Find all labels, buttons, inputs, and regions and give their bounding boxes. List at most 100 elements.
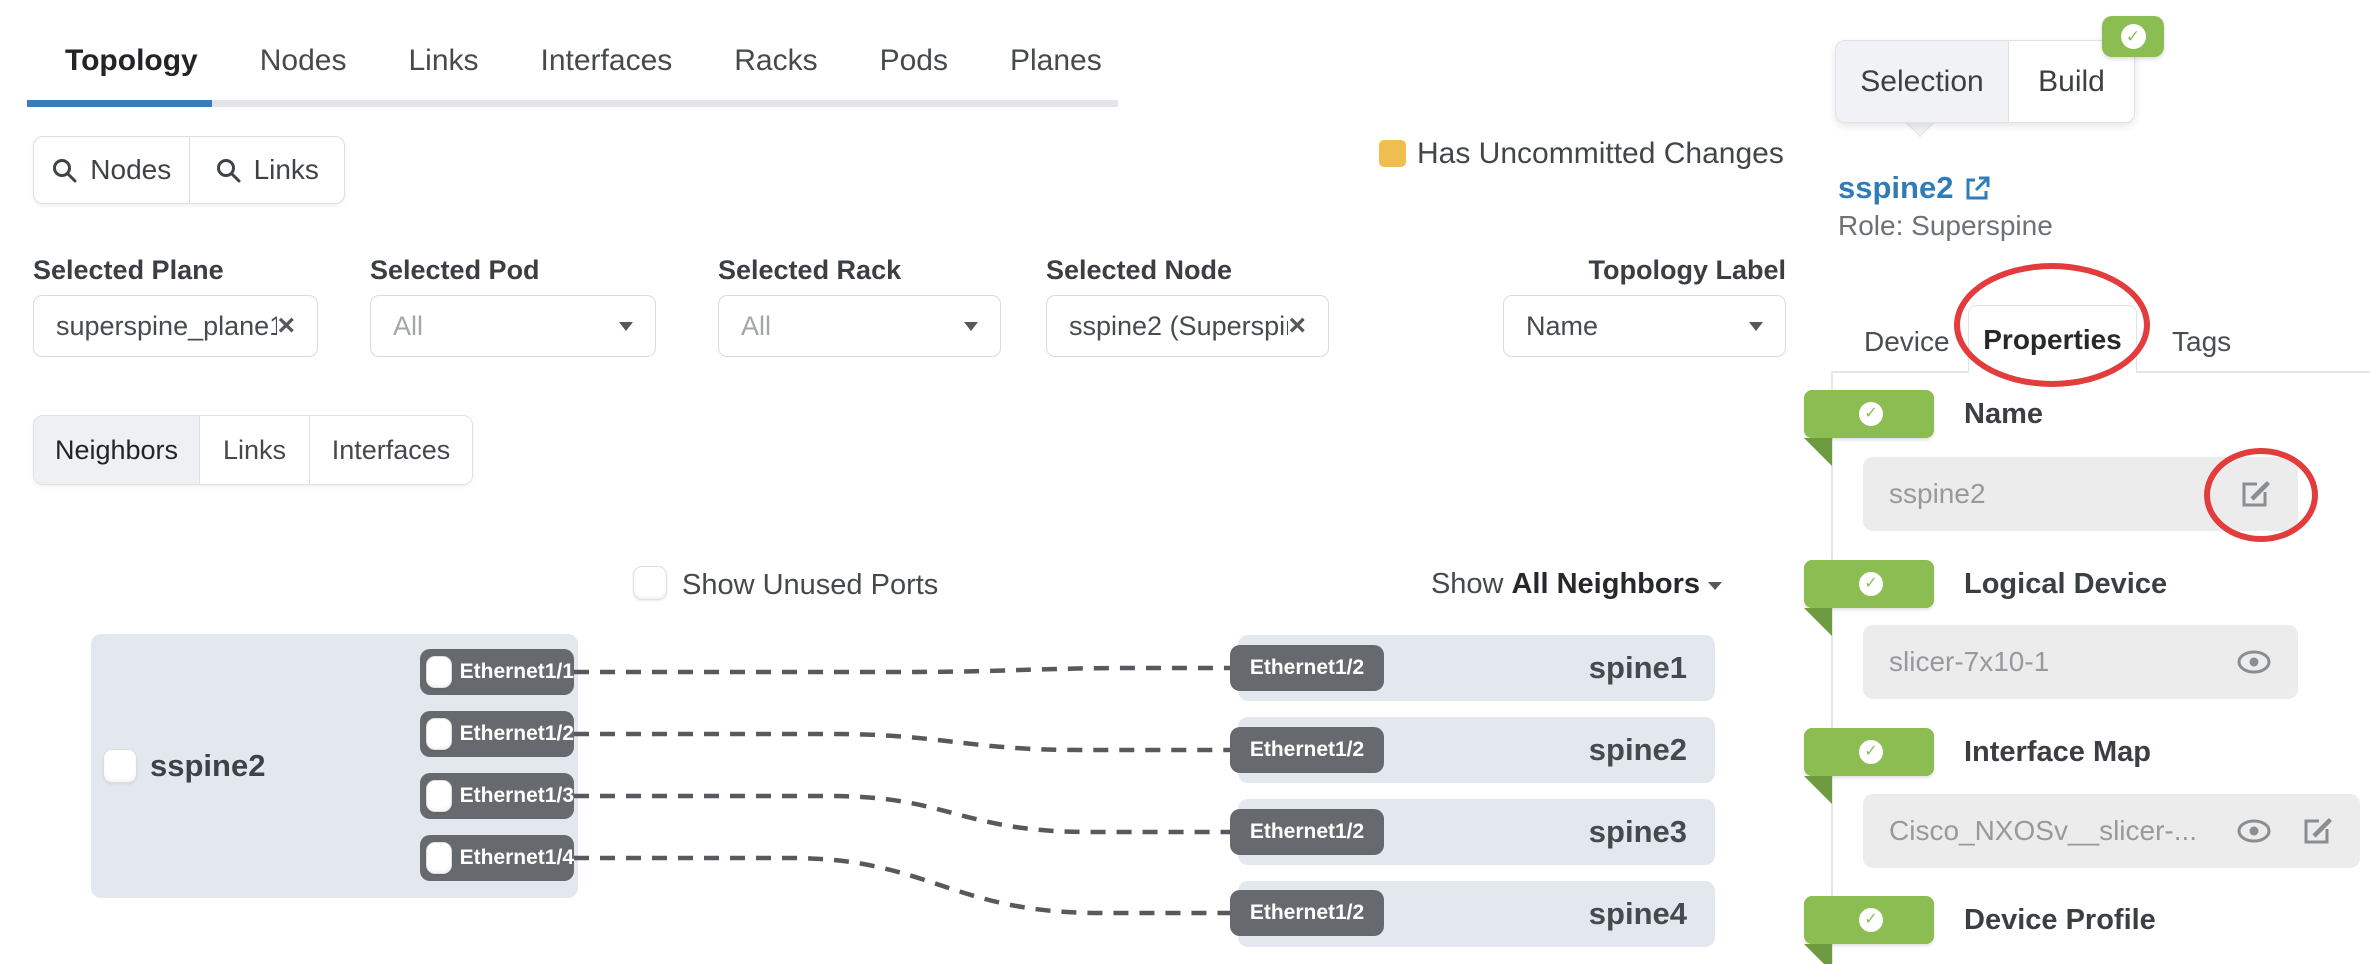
selected-plane-combobox[interactable]: superspine_plane1 × <box>33 295 318 357</box>
ribbon-fold <box>1804 944 1832 964</box>
chevron-down-icon <box>1708 582 1722 590</box>
port-checkbox[interactable] <box>426 780 452 812</box>
tab-topology[interactable]: Topology <box>65 44 198 78</box>
selected-node-combobox[interactable]: sspine2 (Superspine) × <box>1046 295 1329 357</box>
property-heading-logical-device: Logical Device <box>1964 560 2167 608</box>
view-tab-interfaces[interactable]: Interfaces <box>309 416 472 484</box>
chevron-down-icon <box>1749 322 1763 331</box>
view-tab-neighbors[interactable]: Neighbors <box>34 416 199 484</box>
filter-label: Selected Rack <box>718 255 1001 286</box>
chevron-down-icon <box>964 322 978 331</box>
tab-racks[interactable]: Racks <box>734 44 817 78</box>
port-label: Ethernet1/1 <box>460 660 574 684</box>
port-label: Ethernet1/2 <box>1250 901 1364 925</box>
tab-pods[interactable]: Pods <box>880 44 948 78</box>
filter-label: Selected Node <box>1046 255 1329 286</box>
edit-icon[interactable] <box>2300 814 2334 848</box>
view-tab-group: Neighbors Links Interfaces <box>33 415 473 485</box>
selected-node-role: Role: Superspine <box>1838 210 2053 242</box>
primary-nav: Topology Nodes Links Interfaces Racks Po… <box>65 44 1102 78</box>
status-ribbon: ✓ <box>1804 728 1934 776</box>
neighbor-port-chip[interactable]: Ethernet1/2 <box>1230 645 1384 691</box>
search-nodes-button[interactable]: Nodes <box>34 137 189 203</box>
tab-links[interactable]: Links <box>408 44 478 78</box>
show-neighbors-dropdown[interactable]: Show All Neighbors <box>1431 566 1722 602</box>
panel-switch: Selection Build <box>1835 40 2135 123</box>
neighbor-port-chip[interactable]: Ethernet1/2 <box>1230 727 1384 773</box>
check-icon: ✓ <box>1859 740 1883 764</box>
build-status-badge: ✓ <box>2102 16 2164 57</box>
port-chip-ethernet1-1[interactable]: Ethernet1/1 <box>420 649 574 695</box>
filter-label: Selected Pod <box>370 255 656 286</box>
panel-tab-tags[interactable]: Tags <box>2172 326 2231 358</box>
tab-interfaces[interactable]: Interfaces <box>541 44 673 78</box>
status-ribbon: ✓ <box>1804 560 1934 608</box>
panel-tab-device[interactable]: Device <box>1864 326 1950 358</box>
edit-icon[interactable] <box>2238 477 2272 511</box>
filter-selected-rack: Selected Rack All <box>718 255 1001 286</box>
panel-tab-properties[interactable]: Properties <box>1968 305 2137 373</box>
show-unused-ports-checkbox[interactable] <box>633 566 667 600</box>
view-tab-links[interactable]: Links <box>199 416 309 484</box>
search-button-group: Nodes Links <box>33 136 345 204</box>
port-chip-ethernet1-4[interactable]: Ethernet1/4 <box>420 835 574 881</box>
port-checkbox[interactable] <box>426 842 452 874</box>
topology-label-value: Name <box>1526 311 1749 342</box>
ribbon-fold <box>1804 776 1832 804</box>
selected-node-value: sspine2 (Superspine) <box>1069 311 1288 342</box>
property-value-name: sspine2 <box>1863 457 2298 531</box>
search-icon <box>51 157 78 184</box>
neighbor-port-chip[interactable]: Ethernet1/2 <box>1230 809 1384 855</box>
check-icon: ✓ <box>2121 24 2146 49</box>
topology-label-select[interactable]: Name <box>1503 295 1786 357</box>
selected-pod-value: All <box>393 311 619 342</box>
tab-selection[interactable]: Selection <box>1836 41 2009 122</box>
eye-icon[interactable] <box>2236 650 2272 674</box>
neighbor-port-chip[interactable]: Ethernet1/2 <box>1230 890 1384 936</box>
port-chip-ethernet1-3[interactable]: Ethernet1/3 <box>420 773 574 819</box>
ribbon-fold <box>1804 608 1832 636</box>
filter-label: Topology Label <box>1503 255 1786 286</box>
port-label: Ethernet1/4 <box>460 846 574 870</box>
tab-nodes[interactable]: Nodes <box>260 44 347 78</box>
port-checkbox[interactable] <box>426 718 452 750</box>
check-icon: ✓ <box>1859 572 1883 596</box>
clear-icon[interactable]: × <box>1288 311 1306 341</box>
property-value-text: Cisco_NXOSv__slicer-... <box>1889 815 2208 847</box>
search-icon <box>215 157 242 184</box>
uncommitted-changes-label: Has Uncommitted Changes <box>1417 138 1784 170</box>
search-links-label: Links <box>254 154 319 186</box>
port-checkbox[interactable] <box>426 656 452 688</box>
port-label: Ethernet1/2 <box>1250 656 1364 680</box>
selected-node-link[interactable]: sspine2 <box>1838 170 1991 206</box>
search-nodes-label: Nodes <box>90 154 171 186</box>
search-links-button[interactable]: Links <box>189 137 345 203</box>
property-value-text: slicer-7x10-1 <box>1889 646 2208 678</box>
tab-planes[interactable]: Planes <box>1010 44 1102 78</box>
property-heading-interface-map: Interface Map <box>1964 728 2151 776</box>
selected-pod-select[interactable]: All <box>370 295 656 357</box>
property-heading-name: Name <box>1964 390 2043 438</box>
status-ribbon: ✓ <box>1804 390 1934 438</box>
port-label: Ethernet1/3 <box>460 784 574 808</box>
port-label: Ethernet1/2 <box>1250 820 1364 844</box>
property-value-text: sspine2 <box>1889 478 2210 510</box>
selected-rack-select[interactable]: All <box>718 295 1001 357</box>
selected-rack-value: All <box>741 311 964 342</box>
chevron-down-icon <box>619 322 633 331</box>
ribbon-fold <box>1804 438 1832 466</box>
port-label: Ethernet1/2 <box>1250 738 1364 762</box>
node-sspine2-label: sspine2 <box>150 634 265 898</box>
filter-selected-node: Selected Node sspine2 (Superspine) × <box>1046 255 1329 286</box>
status-ribbon: ✓ <box>1804 896 1934 944</box>
check-icon: ✓ <box>1859 908 1883 932</box>
property-value-logical-device: slicer-7x10-1 <box>1863 625 2298 699</box>
eye-icon[interactable] <box>2236 819 2272 843</box>
external-link-icon[interactable] <box>1963 174 1991 202</box>
node-sspine2-checkbox[interactable] <box>103 749 137 783</box>
port-chip-ethernet1-2[interactable]: Ethernet1/2 <box>420 711 574 757</box>
check-icon: ✓ <box>1859 402 1883 426</box>
show-unused-ports-label: Show Unused Ports <box>682 568 938 602</box>
clear-icon[interactable]: × <box>277 311 295 341</box>
